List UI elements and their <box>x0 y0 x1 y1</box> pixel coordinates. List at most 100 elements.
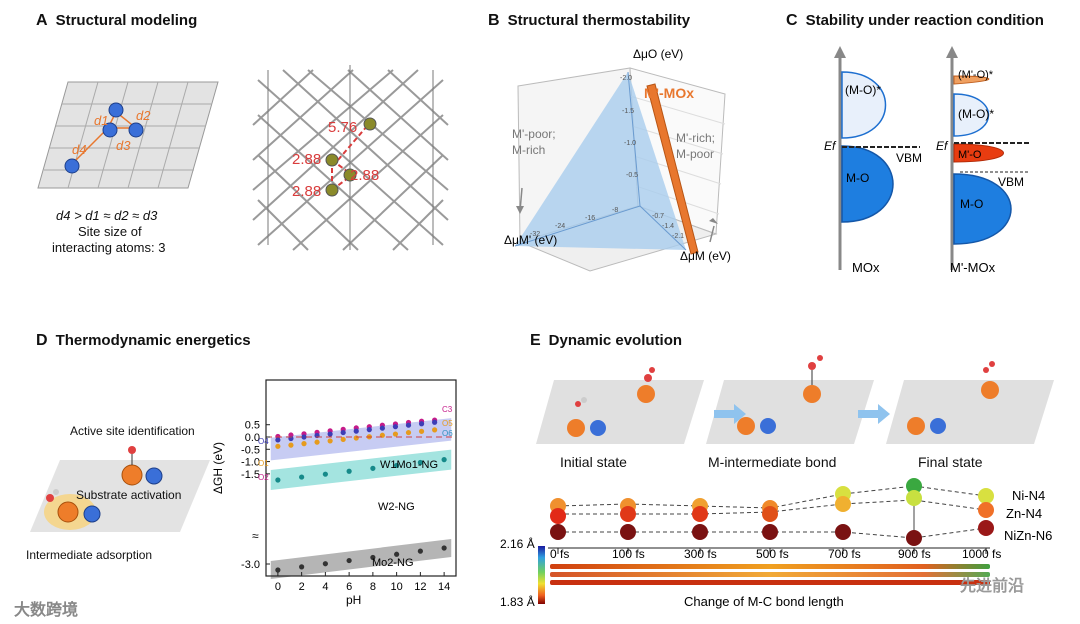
site-size-line1: Site size of <box>78 224 142 239</box>
data-point <box>275 437 281 443</box>
data-point <box>405 429 412 436</box>
data-point <box>301 441 307 447</box>
data-point <box>370 465 376 471</box>
band-diagram: (M-O)* M-O Ef VBM MOx (M'-O)* (M-O)* M'-… <box>824 46 1030 275</box>
data-point <box>417 459 423 466</box>
bond-label-288-c: 2.88 <box>292 183 321 200</box>
y-tick-label: -0.5 <box>241 444 260 456</box>
panel-letter: D <box>36 332 48 349</box>
series-nizn-n6: NiZn-N6 <box>1004 528 1052 543</box>
data-point <box>314 439 320 445</box>
x-tick-label: 0 <box>275 581 281 593</box>
data-point <box>299 564 305 570</box>
m-tick: -0.7 <box>652 213 664 220</box>
left-antibonding-label: (M-O)* <box>845 83 881 97</box>
data-point <box>394 551 400 557</box>
data-point <box>418 421 425 427</box>
panel-title-text: Structural thermostability <box>507 12 691 29</box>
state-initial: Initial state <box>560 454 627 470</box>
data-point <box>327 431 333 437</box>
right-top1-label: (M'-O)* <box>958 69 994 81</box>
panel-letter: A <box>36 12 48 29</box>
watermark-left: 大数跨境 <box>14 602 79 619</box>
panel-title-text: Stability under reaction condition <box>805 12 1044 29</box>
time-tick: 1000 fs <box>962 547 1001 561</box>
color-scale-bar <box>538 546 545 604</box>
right-vbm-label: VBM <box>998 175 1024 189</box>
x-tick-label: 6 <box>346 581 352 593</box>
site-size-line2: interacting atoms: 3 <box>52 240 166 255</box>
time-tick: 500 fs <box>756 547 789 561</box>
data-point <box>441 545 447 551</box>
x-axis-label: pH <box>346 593 361 607</box>
data-point <box>392 424 399 430</box>
evolution-states-illustration <box>536 355 1054 444</box>
adsorption-illustration <box>30 446 210 532</box>
region-right-1: M'-rich; <box>676 131 715 145</box>
state-intermediate: M-intermediate bond <box>708 454 837 470</box>
series-label-mo2: Mo2-NG <box>372 557 414 569</box>
plot-frame <box>265 379 457 577</box>
right-mid-label: M'-O <box>958 149 982 161</box>
phase-label: M'-MOx <box>644 85 694 101</box>
data-point <box>432 427 438 433</box>
o-tick: -2.0 <box>620 75 632 82</box>
label-identification: Active site identification <box>70 424 195 438</box>
bond-label-576: 5.76 <box>328 119 357 136</box>
data-point <box>301 434 307 440</box>
label-activation: Substrate activation <box>76 488 182 502</box>
data-point <box>340 429 346 436</box>
data-point <box>275 567 281 573</box>
left-caption: MOx <box>852 260 880 275</box>
right-top2-label: (M-O)* <box>958 107 994 121</box>
time-tick: 100 fs <box>612 547 645 561</box>
site-label: O5 <box>442 419 453 428</box>
data-point <box>327 438 333 444</box>
axis-o-label: ΔμO (eV) <box>633 47 683 61</box>
x-tick-label: 12 <box>414 581 426 593</box>
axis-break-mark: ≈ <box>252 529 259 543</box>
data-point <box>353 428 359 434</box>
site-label: O1 <box>258 459 269 468</box>
x-tick-label: 14 <box>438 581 450 593</box>
data-point <box>353 435 359 441</box>
bond-label-288-b: 2.88 <box>350 167 379 184</box>
data-point <box>441 457 447 463</box>
x-tick-label: 2 <box>299 581 305 593</box>
panel-a-title: A Structural modeling <box>36 12 197 30</box>
time-tick: 900 fs <box>898 547 931 561</box>
left-fermi-label: Ef <box>824 139 837 153</box>
data-point <box>346 468 352 474</box>
evolution-xlabel: Change of M-C bond length <box>684 594 844 609</box>
o-tick: -1.0 <box>624 140 636 147</box>
right-fermi-label: Ef <box>936 139 949 153</box>
d1-label: d1 <box>94 113 108 128</box>
panel-title-text: Structural modeling <box>55 12 198 29</box>
series-label-w1mo1: W1Mo1-NG <box>380 459 438 471</box>
panel-letter: B <box>488 12 500 29</box>
region-right-2: M-poor <box>676 147 714 161</box>
series-ni-n4: Ni-N4 <box>1012 488 1045 503</box>
o-tick: -1.5 <box>622 108 634 115</box>
data-point <box>346 557 352 564</box>
left-vbm-label: VBM <box>896 151 922 165</box>
site-label: O2 <box>258 473 269 482</box>
band-w2 <box>270 449 452 490</box>
mprime-tick: -8 <box>612 207 618 214</box>
data-point <box>394 462 400 469</box>
d3-label: d3 <box>116 138 131 153</box>
band-mo2 <box>270 539 452 579</box>
data-point <box>275 477 281 483</box>
site-label: O6 <box>442 429 453 438</box>
data-point <box>432 419 438 425</box>
x-tick-label: 4 <box>322 581 328 593</box>
right-bottom-label: M-O <box>960 197 983 211</box>
y-axis-label: ΔGH (eV) <box>211 442 225 494</box>
watermark-right: 先进前沿 <box>960 578 1025 595</box>
mprime-tick: -16 <box>585 215 595 222</box>
m-tick: -1.4 <box>662 223 674 230</box>
o-tick: -0.5 <box>626 172 638 179</box>
label-adsorption: Intermediate adsorption <box>26 548 153 562</box>
